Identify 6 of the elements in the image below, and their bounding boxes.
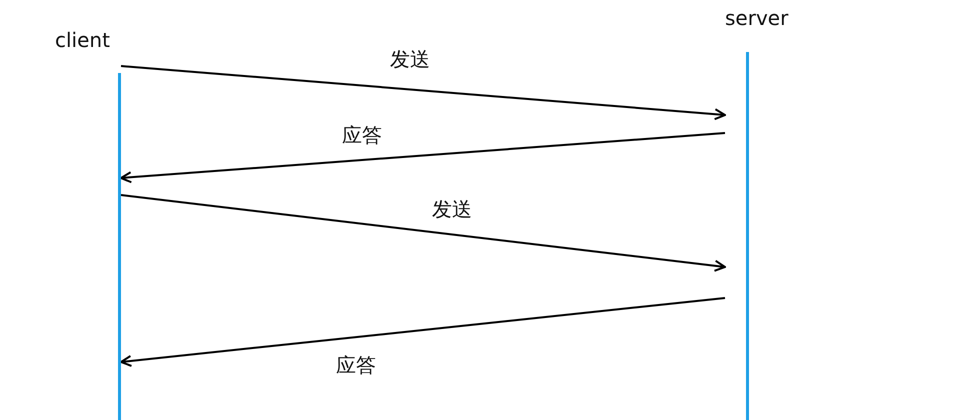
arrow [120, 297, 726, 367]
arrow [120, 194, 726, 272]
arrow [120, 132, 726, 184]
participant-label: server [725, 6, 788, 30]
participant-label: client [55, 28, 110, 52]
arrow [120, 65, 726, 120]
